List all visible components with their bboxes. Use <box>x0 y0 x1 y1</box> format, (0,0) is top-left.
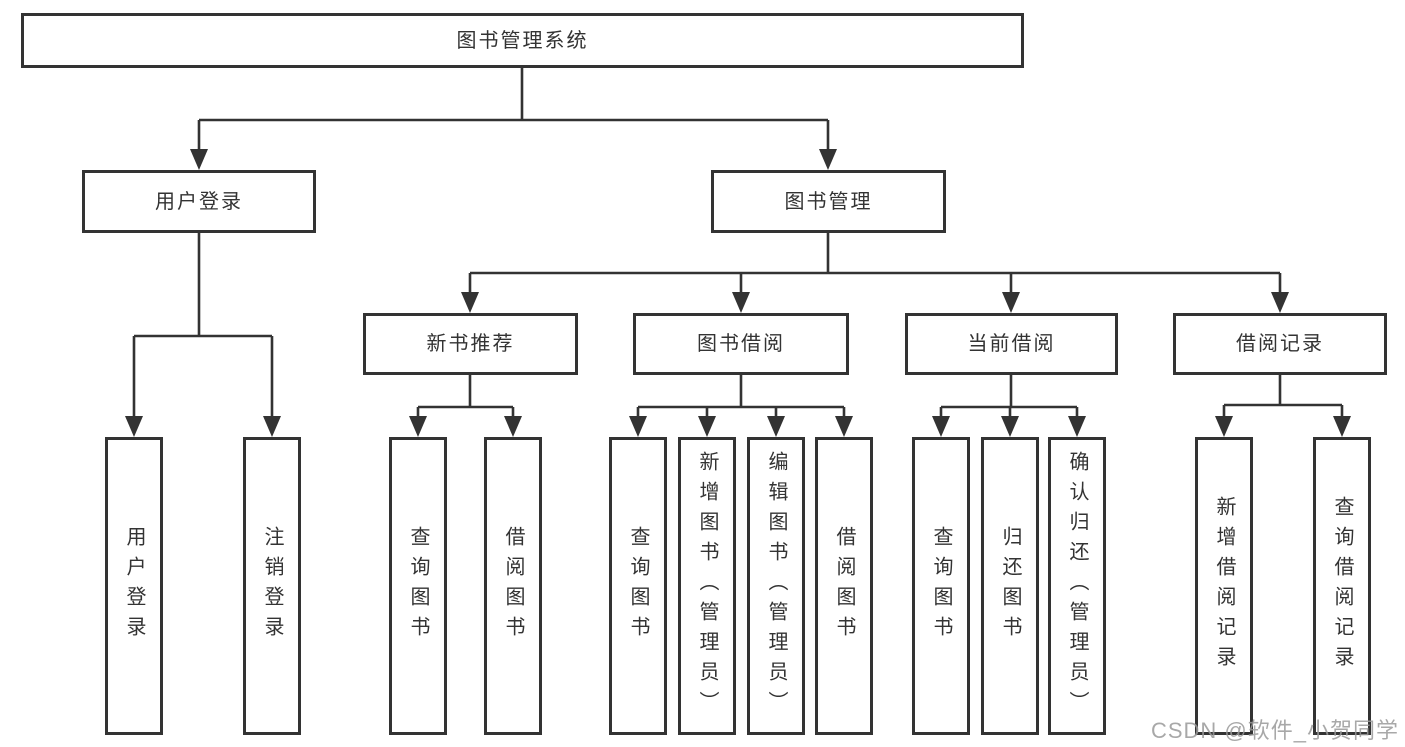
leaf-confirm-return-admin-label: 确认归还（管理员） <box>1066 451 1088 721</box>
arrowhead <box>629 416 647 437</box>
leaf-borrow-books-2-label: 借阅图书 <box>833 526 855 646</box>
leaf-logout: 注销登录 <box>243 437 301 735</box>
node-book-borrow-label: 图书借阅 <box>697 333 785 355</box>
leaf-return-books: 归还图书 <box>981 437 1039 735</box>
arrowhead <box>1068 416 1086 437</box>
arrowhead <box>461 292 479 313</box>
arrowhead <box>409 416 427 437</box>
arrowhead <box>1333 416 1351 437</box>
leaf-query-books-3: 查询图书 <box>912 437 970 735</box>
arrowhead <box>1001 416 1019 437</box>
leaf-query-books-1: 查询图书 <box>389 437 447 735</box>
leaf-add-books-admin: 新增图书（管理员） <box>678 437 736 735</box>
leaf-query-books-2: 查询图书 <box>609 437 667 735</box>
leaf-query-borrow-record-label: 查询借阅记录 <box>1331 496 1353 676</box>
leaf-borrow-books-1-label: 借阅图书 <box>502 526 524 646</box>
node-book-borrow: 图书借阅 <box>633 313 849 375</box>
leaf-query-books-3-label: 查询图书 <box>930 526 952 646</box>
arrowhead <box>1215 416 1233 437</box>
node-user-login: 用户登录 <box>82 170 316 233</box>
node-current-borrow-label: 当前借阅 <box>967 333 1056 355</box>
arrowhead <box>263 416 281 437</box>
leaf-query-books-2-label: 查询图书 <box>627 526 649 646</box>
arrowhead <box>1002 292 1020 313</box>
arrowhead <box>835 416 853 437</box>
leaf-return-books-label: 归还图书 <box>999 526 1021 646</box>
leaf-confirm-return-admin: 确认归还（管理员） <box>1048 437 1106 735</box>
leaf-query-books-1-label: 查询图书 <box>407 526 429 646</box>
arrowhead <box>1271 292 1289 313</box>
node-book-management-label: 图书管理 <box>784 190 873 213</box>
leaf-edit-books-admin-label: 编辑图书（管理员） <box>765 451 787 721</box>
leaf-borrow-books-2: 借阅图书 <box>815 437 873 735</box>
leaf-query-borrow-record: 查询借阅记录 <box>1313 437 1371 735</box>
node-new-book-recommend: 新书推荐 <box>363 313 578 375</box>
leaf-logout-label: 注销登录 <box>261 526 283 646</box>
node-user-login-label: 用户登录 <box>155 190 243 213</box>
leaf-edit-books-admin: 编辑图书（管理员） <box>747 437 805 735</box>
node-borrow-records: 借阅记录 <box>1173 313 1387 375</box>
leaf-user-login: 用户登录 <box>105 437 163 735</box>
leaf-add-borrow-record-label: 新增借阅记录 <box>1213 496 1235 676</box>
leaf-add-borrow-record: 新增借阅记录 <box>1195 437 1253 735</box>
csdn-watermark: CSDN @软件_小贺同学 <box>1150 718 1399 743</box>
arrowhead <box>190 149 208 170</box>
node-borrow-records-label: 借阅记录 <box>1236 333 1324 355</box>
arrowhead <box>932 416 950 437</box>
arrowhead <box>819 149 837 170</box>
node-root: 图书管理系统 <box>21 13 1024 68</box>
node-new-book-recommend-label: 新书推荐 <box>426 333 515 355</box>
arrowhead <box>732 292 750 313</box>
node-book-management: 图书管理 <box>711 170 946 233</box>
leaf-borrow-books-1: 借阅图书 <box>484 437 542 735</box>
node-current-borrow: 当前借阅 <box>905 313 1118 375</box>
node-root-label: 图书管理系统 <box>456 29 589 52</box>
arrowhead <box>767 416 785 437</box>
arrowhead <box>504 416 522 437</box>
arrowhead <box>125 416 143 437</box>
leaf-user-login-label: 用户登录 <box>123 526 145 646</box>
arrowhead <box>698 416 716 437</box>
leaf-add-books-admin-label: 新增图书（管理员） <box>696 451 718 721</box>
